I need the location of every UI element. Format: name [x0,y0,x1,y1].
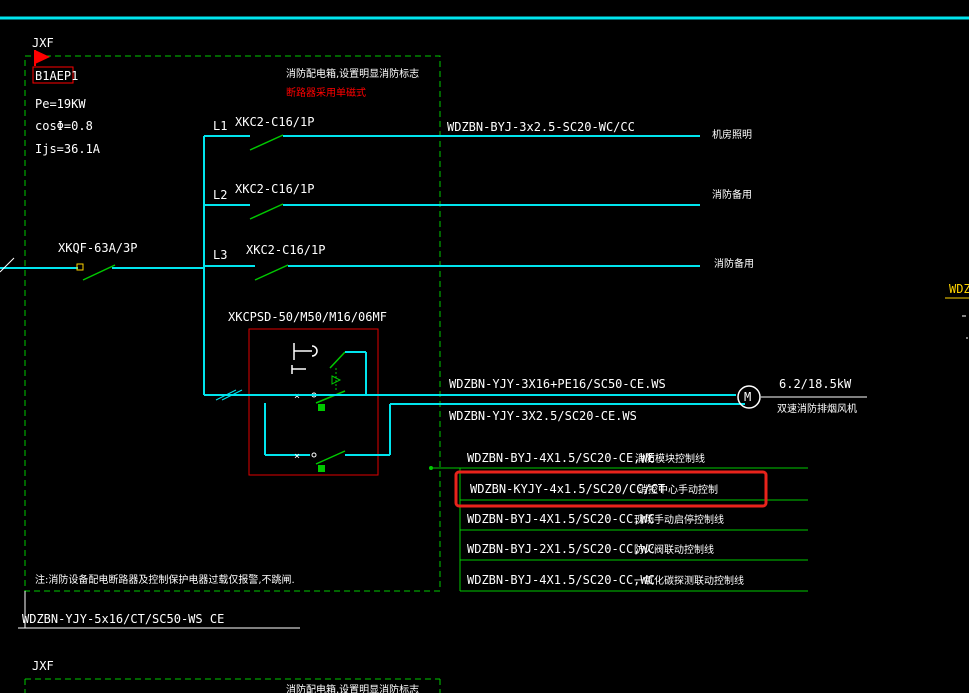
breaker-l3-symbol [254,264,289,281]
motor-cable-low: WDZBN-YJY-3X2.5/SC20-CE.WS [449,409,637,423]
breaker-l1-symbol [249,134,284,151]
motor-device-internals: × × [264,343,370,472]
control-desc-0: 消防模块控制线 [635,452,705,465]
motor-device-frame [248,328,379,476]
control-cable-2: WDZBN-BYJ-4X1.5/SC20-CC,WC [467,512,655,526]
feeder-tick [0,257,15,273]
panel-cos: cosΦ=0.8 [35,119,93,133]
control-desc-3: 防火阀联动控制线 [634,543,714,556]
panel-id-frame [32,66,74,84]
incoming-cable-label: WDZBN-YJY-5x16/CT/SC50-WS CE [22,612,224,626]
highlight-box [454,470,768,508]
cable-label-l1: WDZBN-BYJ-3x2.5-SC20-WC/CC [447,120,635,134]
control-cable-1: WDZBN-KYJY-4x1.5/SC20/CC/CT [470,482,665,496]
panel-boundary [24,55,441,592]
main-breaker-symbol [76,263,116,281]
motor-power: 6.2/18.5kW [779,377,852,391]
breaker-label-l2: XKC2-C16/1P [235,182,314,196]
control-cable-4: WDZBN-BYJ-4X1.5/SC20-CC,WC [467,573,655,587]
phase-label-l2: L2 [213,188,227,202]
panel-id: B1AEP1 [35,69,78,83]
next-panel-note: 消防配电箱,设置明显消防标志 [286,683,419,693]
control-desc-1: 消控中心手动控制 [638,483,718,496]
load-label-l1: 机房照明 [712,128,752,141]
next-panel-tag: JXF [32,659,54,673]
motor-load: 双速消防排烟风机 [777,402,857,415]
motor-icon [737,385,761,409]
load-label-l2: 消防备用 [712,188,752,201]
breaker-label-l3: XKC2-C16/1P [246,243,325,257]
panel-tag: JXF [32,36,54,50]
svg-text:×: × [294,391,300,402]
motor-symbol-letter: M [744,390,751,404]
circuit-l3 [204,264,700,281]
load-label-l3: 消防备用 [714,257,754,270]
breaker-label-l1: XKC2-C16/1P [235,115,314,129]
circuit-l2 [204,203,700,220]
phase-label-l1: L1 [213,119,227,133]
control-lines-group [429,466,808,592]
motor-cable-high: WDZBN-YJY-3X16+PE16/SC50-CE.WS [449,377,666,391]
control-desc-4: 一氧化碳探测联动控制线 [634,574,744,587]
control-desc-2: 现场手动启停控制线 [634,513,724,526]
panel-ijs: Ijs=36.1A [35,142,101,156]
control-cable-0: WDZBN-BYJ-4X1.5/SC20-CE,WE [467,451,655,465]
panel-pe: Pe=19KW [35,97,86,111]
svg-text:×: × [294,451,300,462]
circuit-l1 [204,134,700,151]
panel-footnote: 注:消防设备配电断路器及控制保护电器过载仅报警,不跳闸. [35,573,295,586]
control-cable-3: WDZBN-BYJ-2X1.5/SC20-CC,WC [467,542,655,556]
breaker-l2-symbol [249,203,284,220]
main-breaker-label: XKQF-63A/3P [58,241,137,255]
right-edge-label: WDZ [949,282,969,296]
panel-note-breaker: 断路器采用单磁式 [286,86,366,99]
motor-device-label: XKCPSD-50/M50/M16/06MF [228,310,387,324]
flag-icon [34,50,50,66]
panel-note-fire-box: 消防配电箱,设置明显消防标志 [286,67,419,80]
phase-label-l3: L3 [213,248,227,262]
feeder-ticks [215,389,237,401]
